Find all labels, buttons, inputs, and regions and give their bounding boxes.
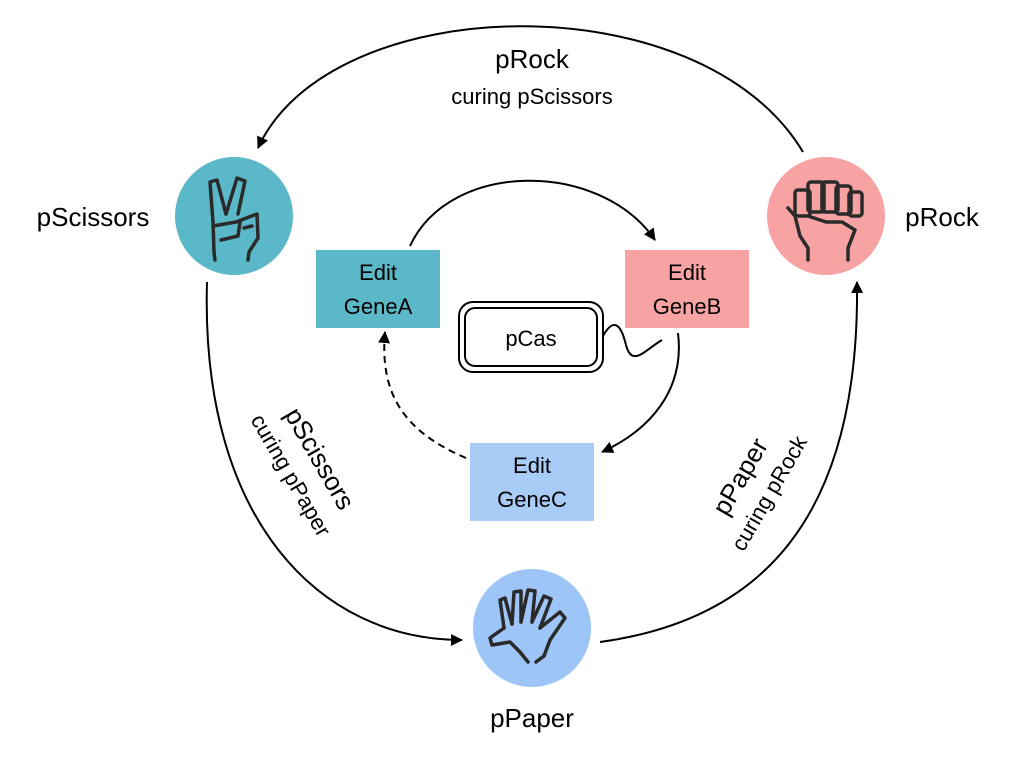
arc-rock-to-scissors <box>257 25 804 153</box>
gene-box-a: Edit GeneA <box>316 250 440 328</box>
top-arc-subtitle: curing pScissors <box>451 84 612 109</box>
arc-geneB-to-geneC <box>601 332 680 453</box>
arc-scissors-to-paper <box>205 281 463 646</box>
paper-label: pPaper <box>490 703 574 733</box>
gene-box-b: Edit GeneB <box>625 250 749 328</box>
scissors-label: pScissors <box>37 202 150 232</box>
right-arc-label: pPaper curing pRock <box>706 431 812 556</box>
rock-label: pRock <box>905 202 980 232</box>
arc-paper-to-rock <box>599 281 864 643</box>
plasmid-label: pCas <box>505 326 556 351</box>
gene-b-rect <box>625 250 749 328</box>
arc-geneA-to-geneB <box>409 179 656 247</box>
plasmid-outer <box>458 301 604 373</box>
node-scissors <box>175 157 293 275</box>
plasmid-squiggle <box>602 324 663 358</box>
gene-c-line2: GeneC <box>497 487 567 512</box>
top-arc-title: pRock <box>495 44 570 74</box>
paper-circle <box>473 569 591 687</box>
rock-circle <box>767 157 885 275</box>
gene-a-rect <box>316 250 440 328</box>
arc-geneC-to-geneA-dashed <box>378 331 467 459</box>
gene-b-line1: Edit <box>668 260 706 285</box>
victory-hand-icon <box>208 176 260 262</box>
gene-a-line2: GeneA <box>344 294 413 319</box>
plasmid-pcas: pCas <box>458 301 663 373</box>
node-rock <box>767 157 885 275</box>
gene-c-rect <box>470 443 594 521</box>
gene-box-c: Edit GeneC <box>470 443 594 521</box>
plasmid-inner <box>464 307 598 367</box>
fist-icon <box>786 180 864 262</box>
node-paper <box>473 569 591 687</box>
left-arc-label: pScissors curing pPaper <box>246 402 361 541</box>
scissors-circle <box>175 157 293 275</box>
gene-c-line1: Edit <box>513 453 551 478</box>
open-hand-icon <box>488 588 567 664</box>
gene-b-line2: GeneB <box>653 294 722 319</box>
gene-a-line1: Edit <box>359 260 397 285</box>
